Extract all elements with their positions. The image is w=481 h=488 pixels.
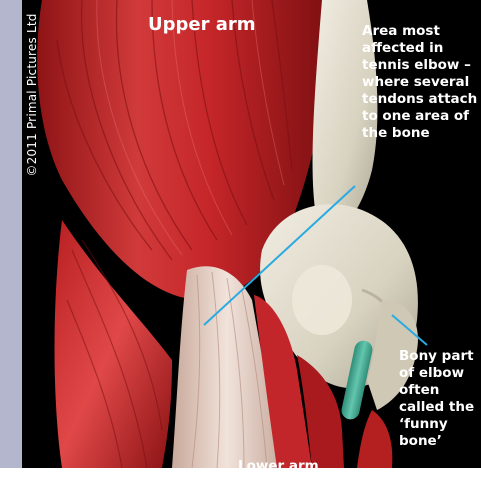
callout-line: often xyxy=(399,382,474,399)
funny-bone-callout: Bony part of elbow often called the ‘fun… xyxy=(399,348,474,450)
callout-line: Area most xyxy=(362,23,477,40)
upper-arm-label: Upper arm xyxy=(148,14,256,35)
callout-line: affected in xyxy=(362,40,477,57)
callout-line: tendons attach xyxy=(362,91,477,108)
callout-line: ‘funny xyxy=(399,416,474,433)
callout-line: Bony part xyxy=(399,348,474,365)
callout-line: the bone xyxy=(362,125,477,142)
callout-line: bone’ xyxy=(399,433,474,450)
tennis-elbow-callout: Area most affected in tennis elbow – whe… xyxy=(362,23,477,142)
copyright-notice: ©2011 Primal Pictures Ltd xyxy=(22,0,42,190)
side-strip xyxy=(0,0,22,468)
callout-line: of elbow xyxy=(399,365,474,382)
callout-line: where several xyxy=(362,74,477,91)
copyright-text: ©2011 Primal Pictures Ltd xyxy=(25,13,39,176)
callout-line: called the xyxy=(399,399,474,416)
callout-line: to one area of xyxy=(362,108,477,125)
callout-line: tennis elbow – xyxy=(362,57,477,74)
lower-arm-label: Lower arm xyxy=(238,458,319,474)
